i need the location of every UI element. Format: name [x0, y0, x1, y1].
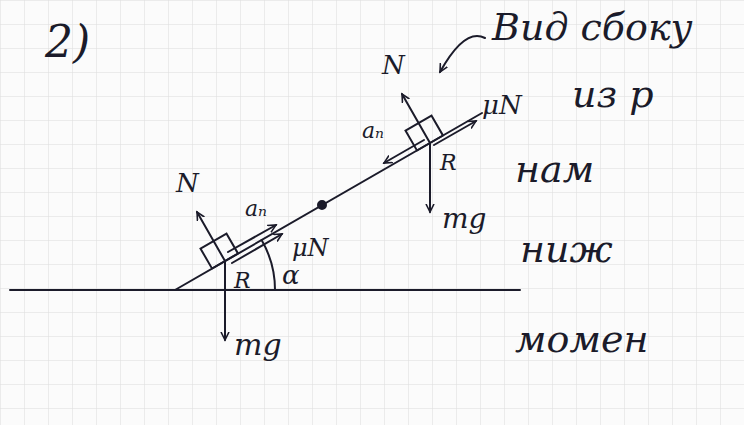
problem-number: 2)	[45, 20, 90, 64]
force-label: mg	[234, 330, 282, 360]
note-text: из р	[572, 75, 654, 113]
accel-label: aₙ	[362, 120, 384, 142]
force-arrow	[429, 143, 431, 212]
force-label: mg	[442, 205, 486, 233]
accel-arrow	[228, 225, 276, 252]
force-label: μN	[482, 92, 522, 118]
note-text: Вид сбоку	[492, 8, 693, 46]
axis-dot	[318, 201, 326, 209]
pointer-arrow	[440, 36, 485, 72]
force-arrow	[224, 261, 226, 340]
point-label: R	[440, 152, 457, 174]
ground-line	[10, 289, 520, 291]
accel-arrow	[384, 140, 424, 163]
force-label: N	[176, 170, 199, 196]
incline-line	[175, 113, 482, 290]
angle-arc	[262, 240, 275, 290]
note-text: ниж	[520, 230, 613, 268]
force-label: N	[382, 52, 405, 78]
force-label: μN	[292, 236, 329, 260]
force-arrow	[402, 94, 430, 143]
force-arrow	[434, 121, 476, 145]
force-arrow	[232, 234, 282, 263]
force-arrow	[197, 212, 225, 261]
note-text: момен	[515, 320, 648, 358]
note-text: нам	[515, 150, 594, 188]
accel-label: aₙ	[245, 198, 267, 220]
angle-label: α	[282, 262, 300, 288]
point-label: R	[234, 270, 251, 292]
